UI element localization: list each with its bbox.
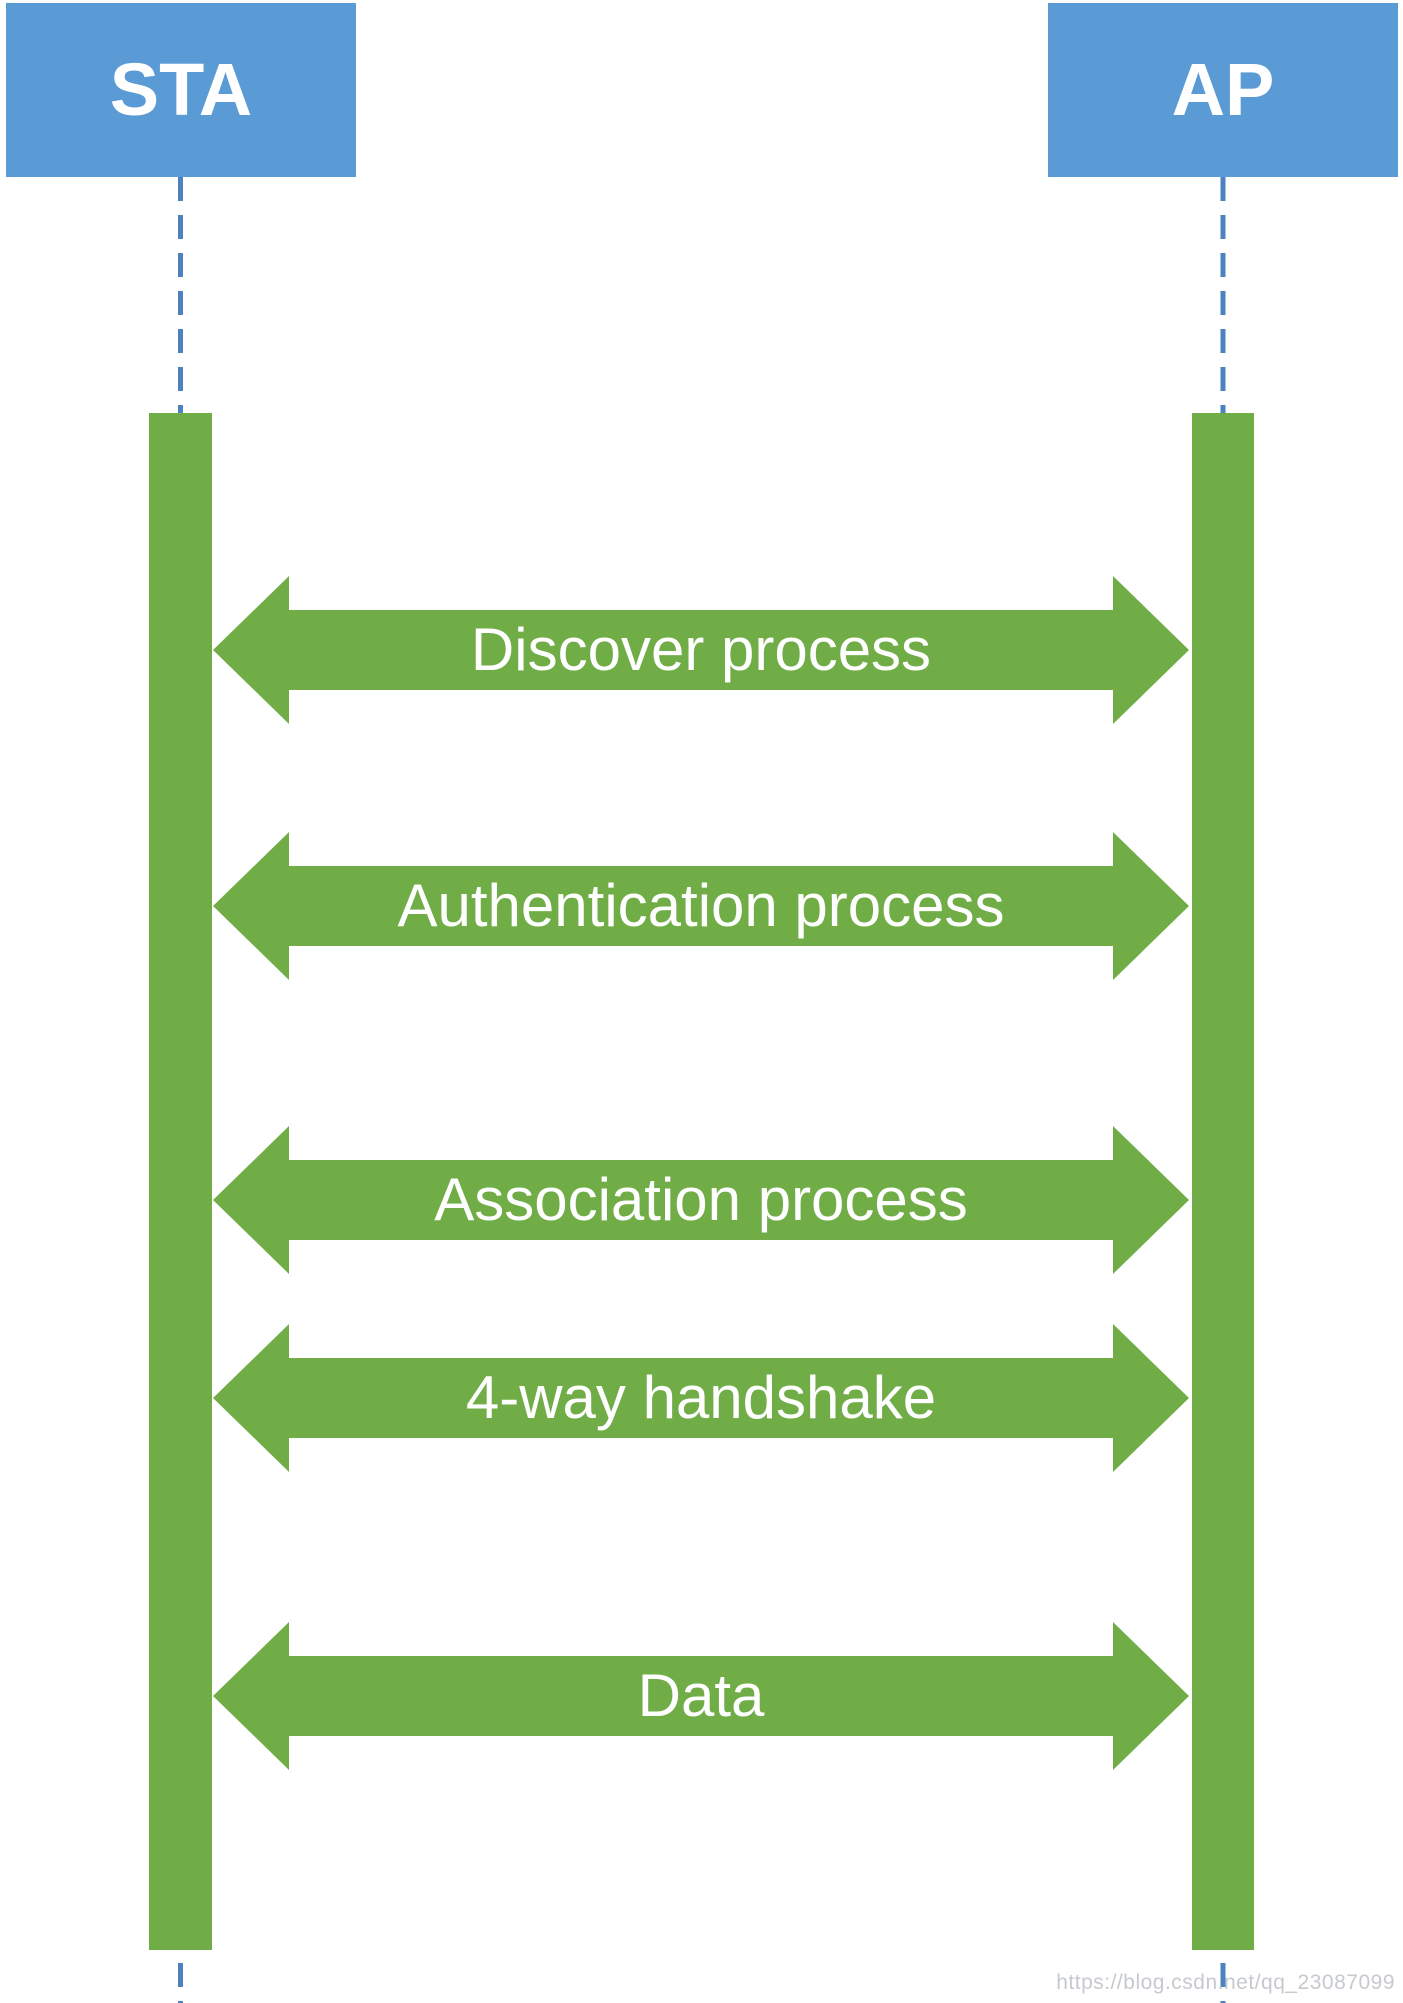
message-label-association: Association process <box>434 1166 968 1233</box>
actor-label-sta: STA <box>109 48 253 131</box>
watermark: https://blog.csdn.net/qq_23087099 <box>1056 1971 1395 1994</box>
message-label-discover: Discover process <box>470 616 932 683</box>
actor-label-ap: AP <box>1171 48 1275 131</box>
message-arrow-authentication <box>213 832 1189 980</box>
message-arrow-data <box>213 1622 1189 1770</box>
message-arrow-4way-handshake <box>213 1324 1189 1472</box>
ap-activation-bar <box>1192 413 1254 1950</box>
message-arrow-discover <box>213 576 1189 724</box>
actor-box-ap: AP <box>1048 3 1398 177</box>
message-arrow-association <box>213 1126 1189 1274</box>
message-label-4way-handshake: 4-way handshake <box>465 1364 937 1431</box>
message-label-authentication: Authentication process <box>397 872 1005 939</box>
actor-box-sta: STA <box>6 3 356 177</box>
message-label-data: Data <box>637 1662 765 1729</box>
sta-activation-bar <box>149 413 212 1950</box>
